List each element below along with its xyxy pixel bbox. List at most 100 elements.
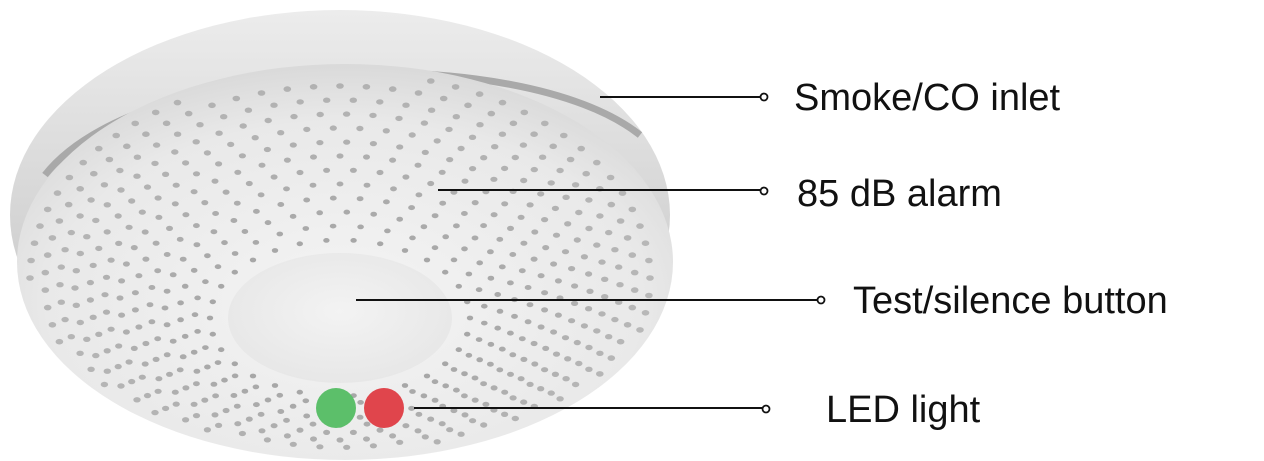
- vent-hole: [520, 399, 527, 404]
- vent-hole: [65, 202, 73, 208]
- vent-hole: [303, 127, 310, 132]
- vent-hole: [58, 264, 65, 269]
- vent-hole: [356, 126, 363, 131]
- vent-hole: [132, 307, 139, 312]
- vent-hole: [432, 398, 439, 403]
- vent-hole: [442, 234, 449, 239]
- vent-hole: [182, 385, 189, 390]
- vent-hole: [548, 390, 555, 395]
- vent-hole: [476, 122, 483, 127]
- vent-hole: [453, 223, 460, 228]
- vent-hole: [164, 352, 171, 357]
- vent-hole: [509, 395, 516, 400]
- vent-hole: [585, 271, 592, 276]
- vent-hole: [451, 258, 458, 263]
- vent-hole: [501, 412, 508, 417]
- vent-hole: [231, 218, 238, 223]
- vent-hole: [272, 383, 278, 388]
- vent-hole: [210, 332, 216, 337]
- vent-hole: [310, 422, 317, 427]
- vent-hole: [212, 211, 219, 216]
- vent-hole: [476, 91, 484, 97]
- vent-hole: [494, 292, 501, 297]
- vent-hole: [461, 246, 468, 251]
- vent-hole: [212, 179, 219, 184]
- vent-hole: [323, 430, 330, 435]
- vent-hole: [162, 172, 169, 177]
- vent-hole: [491, 212, 498, 217]
- vent-hole: [131, 121, 139, 127]
- vent-hole: [49, 235, 57, 241]
- vent-hole: [562, 249, 569, 254]
- vent-hole: [101, 292, 108, 297]
- vent-hole: [310, 154, 317, 159]
- vent-hole: [445, 127, 452, 132]
- vent-hole: [170, 272, 177, 277]
- vent-hole: [520, 357, 527, 362]
- vent-hole: [357, 196, 364, 201]
- vent-hole: [586, 289, 593, 294]
- vent-hole: [204, 365, 211, 370]
- vent-hole: [155, 376, 162, 381]
- vent-hole: [239, 431, 246, 436]
- vent-hole: [177, 367, 184, 372]
- vent-hole: [409, 389, 416, 394]
- callout-dot: [763, 406, 770, 413]
- vent-hole: [330, 224, 337, 229]
- vent-hole: [61, 247, 68, 252]
- vent-hole: [258, 412, 265, 417]
- vent-hole: [259, 163, 266, 168]
- vent-hole: [164, 322, 171, 327]
- vent-hole: [480, 381, 487, 386]
- vent-hole: [194, 369, 201, 374]
- vent-hole: [581, 323, 588, 328]
- vent-hole: [593, 328, 600, 333]
- vent-hole: [344, 210, 351, 215]
- vent-hole: [593, 242, 600, 247]
- vent-hole: [542, 346, 549, 351]
- vent-hole: [155, 215, 162, 220]
- vent-hole: [509, 252, 516, 257]
- vent-hole: [79, 160, 87, 166]
- vent-hole: [408, 205, 415, 210]
- vent-hole: [409, 132, 416, 137]
- vent-hole: [370, 212, 377, 217]
- vent-hole: [155, 195, 162, 200]
- vent-hole: [531, 167, 538, 172]
- vent-hole: [142, 257, 149, 262]
- vent-hole: [428, 108, 435, 113]
- vent-hole: [283, 418, 290, 423]
- vent-hole: [277, 130, 284, 135]
- vent-hole: [562, 195, 569, 200]
- vent-hole: [390, 186, 397, 191]
- vent-hole: [215, 423, 222, 428]
- vent-hole: [204, 150, 211, 155]
- vent-hole: [104, 202, 111, 207]
- vent-hole: [427, 78, 435, 84]
- vent-hole: [464, 332, 470, 337]
- vent-hole: [631, 287, 639, 293]
- vent-hole: [357, 415, 364, 420]
- vent-hole: [555, 313, 562, 318]
- vent-hole: [194, 242, 201, 247]
- vent-hole: [277, 393, 284, 398]
- vent-hole: [90, 315, 97, 320]
- vent-hole: [250, 374, 256, 379]
- vent-hole: [310, 84, 318, 90]
- vent-hole: [389, 433, 396, 438]
- callout-smoke-co-inlet: Smoke/CO inlet: [600, 77, 1061, 119]
- vent-hole: [54, 190, 62, 196]
- vent-hole: [316, 444, 323, 449]
- vent-hole: [42, 270, 50, 276]
- vent-hole: [258, 192, 265, 197]
- vent-hole: [530, 131, 538, 137]
- vent-hole: [250, 258, 256, 263]
- vent-hole: [277, 232, 284, 237]
- vent-hole: [377, 241, 383, 246]
- vent-hole: [191, 189, 198, 194]
- vent-hole: [218, 284, 224, 289]
- vent-hole: [472, 200, 479, 205]
- vent-hole: [182, 160, 189, 165]
- vent-hole: [297, 390, 303, 395]
- vent-hole: [191, 268, 198, 273]
